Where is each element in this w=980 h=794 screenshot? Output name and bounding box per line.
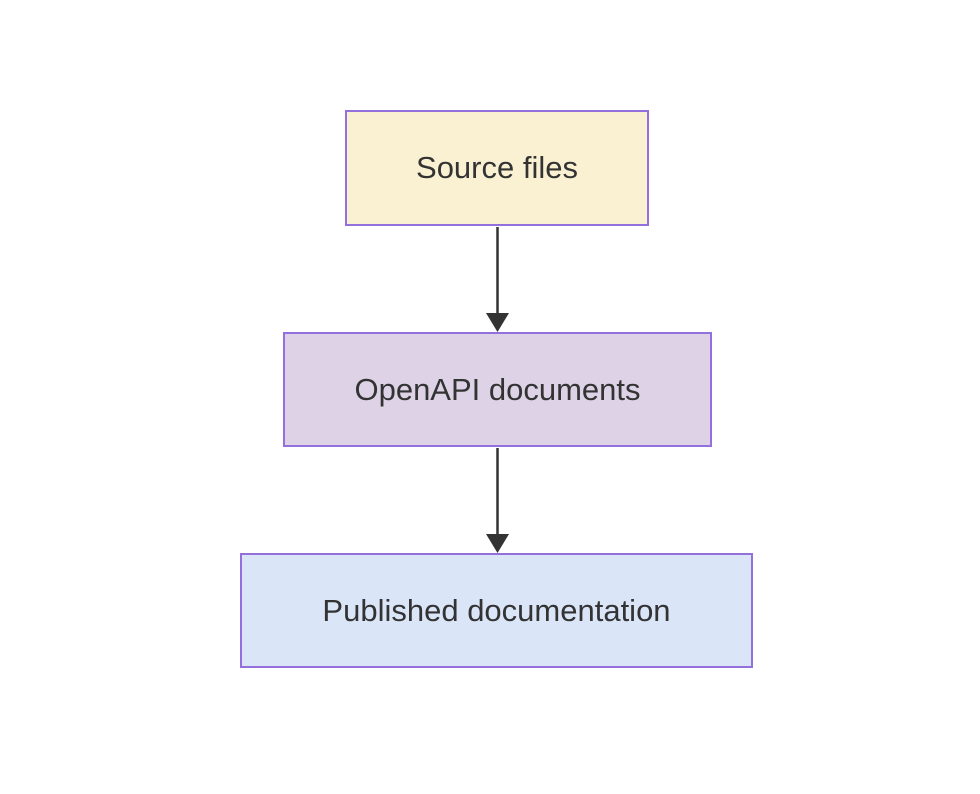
node-source-files: Source files bbox=[345, 110, 649, 226]
arrowhead-down-icon bbox=[486, 534, 509, 553]
node-label: OpenAPI documents bbox=[354, 371, 641, 407]
edge-source-to-openapi bbox=[486, 227, 509, 332]
node-published-documentation: Published documentation bbox=[240, 553, 753, 668]
node-label: Published documentation bbox=[322, 592, 671, 628]
edge-openapi-to-published bbox=[486, 448, 509, 553]
node-openapi-documents: OpenAPI documents bbox=[283, 332, 712, 447]
arrowhead-down-icon bbox=[486, 313, 509, 332]
node-label: Source files bbox=[416, 150, 578, 186]
